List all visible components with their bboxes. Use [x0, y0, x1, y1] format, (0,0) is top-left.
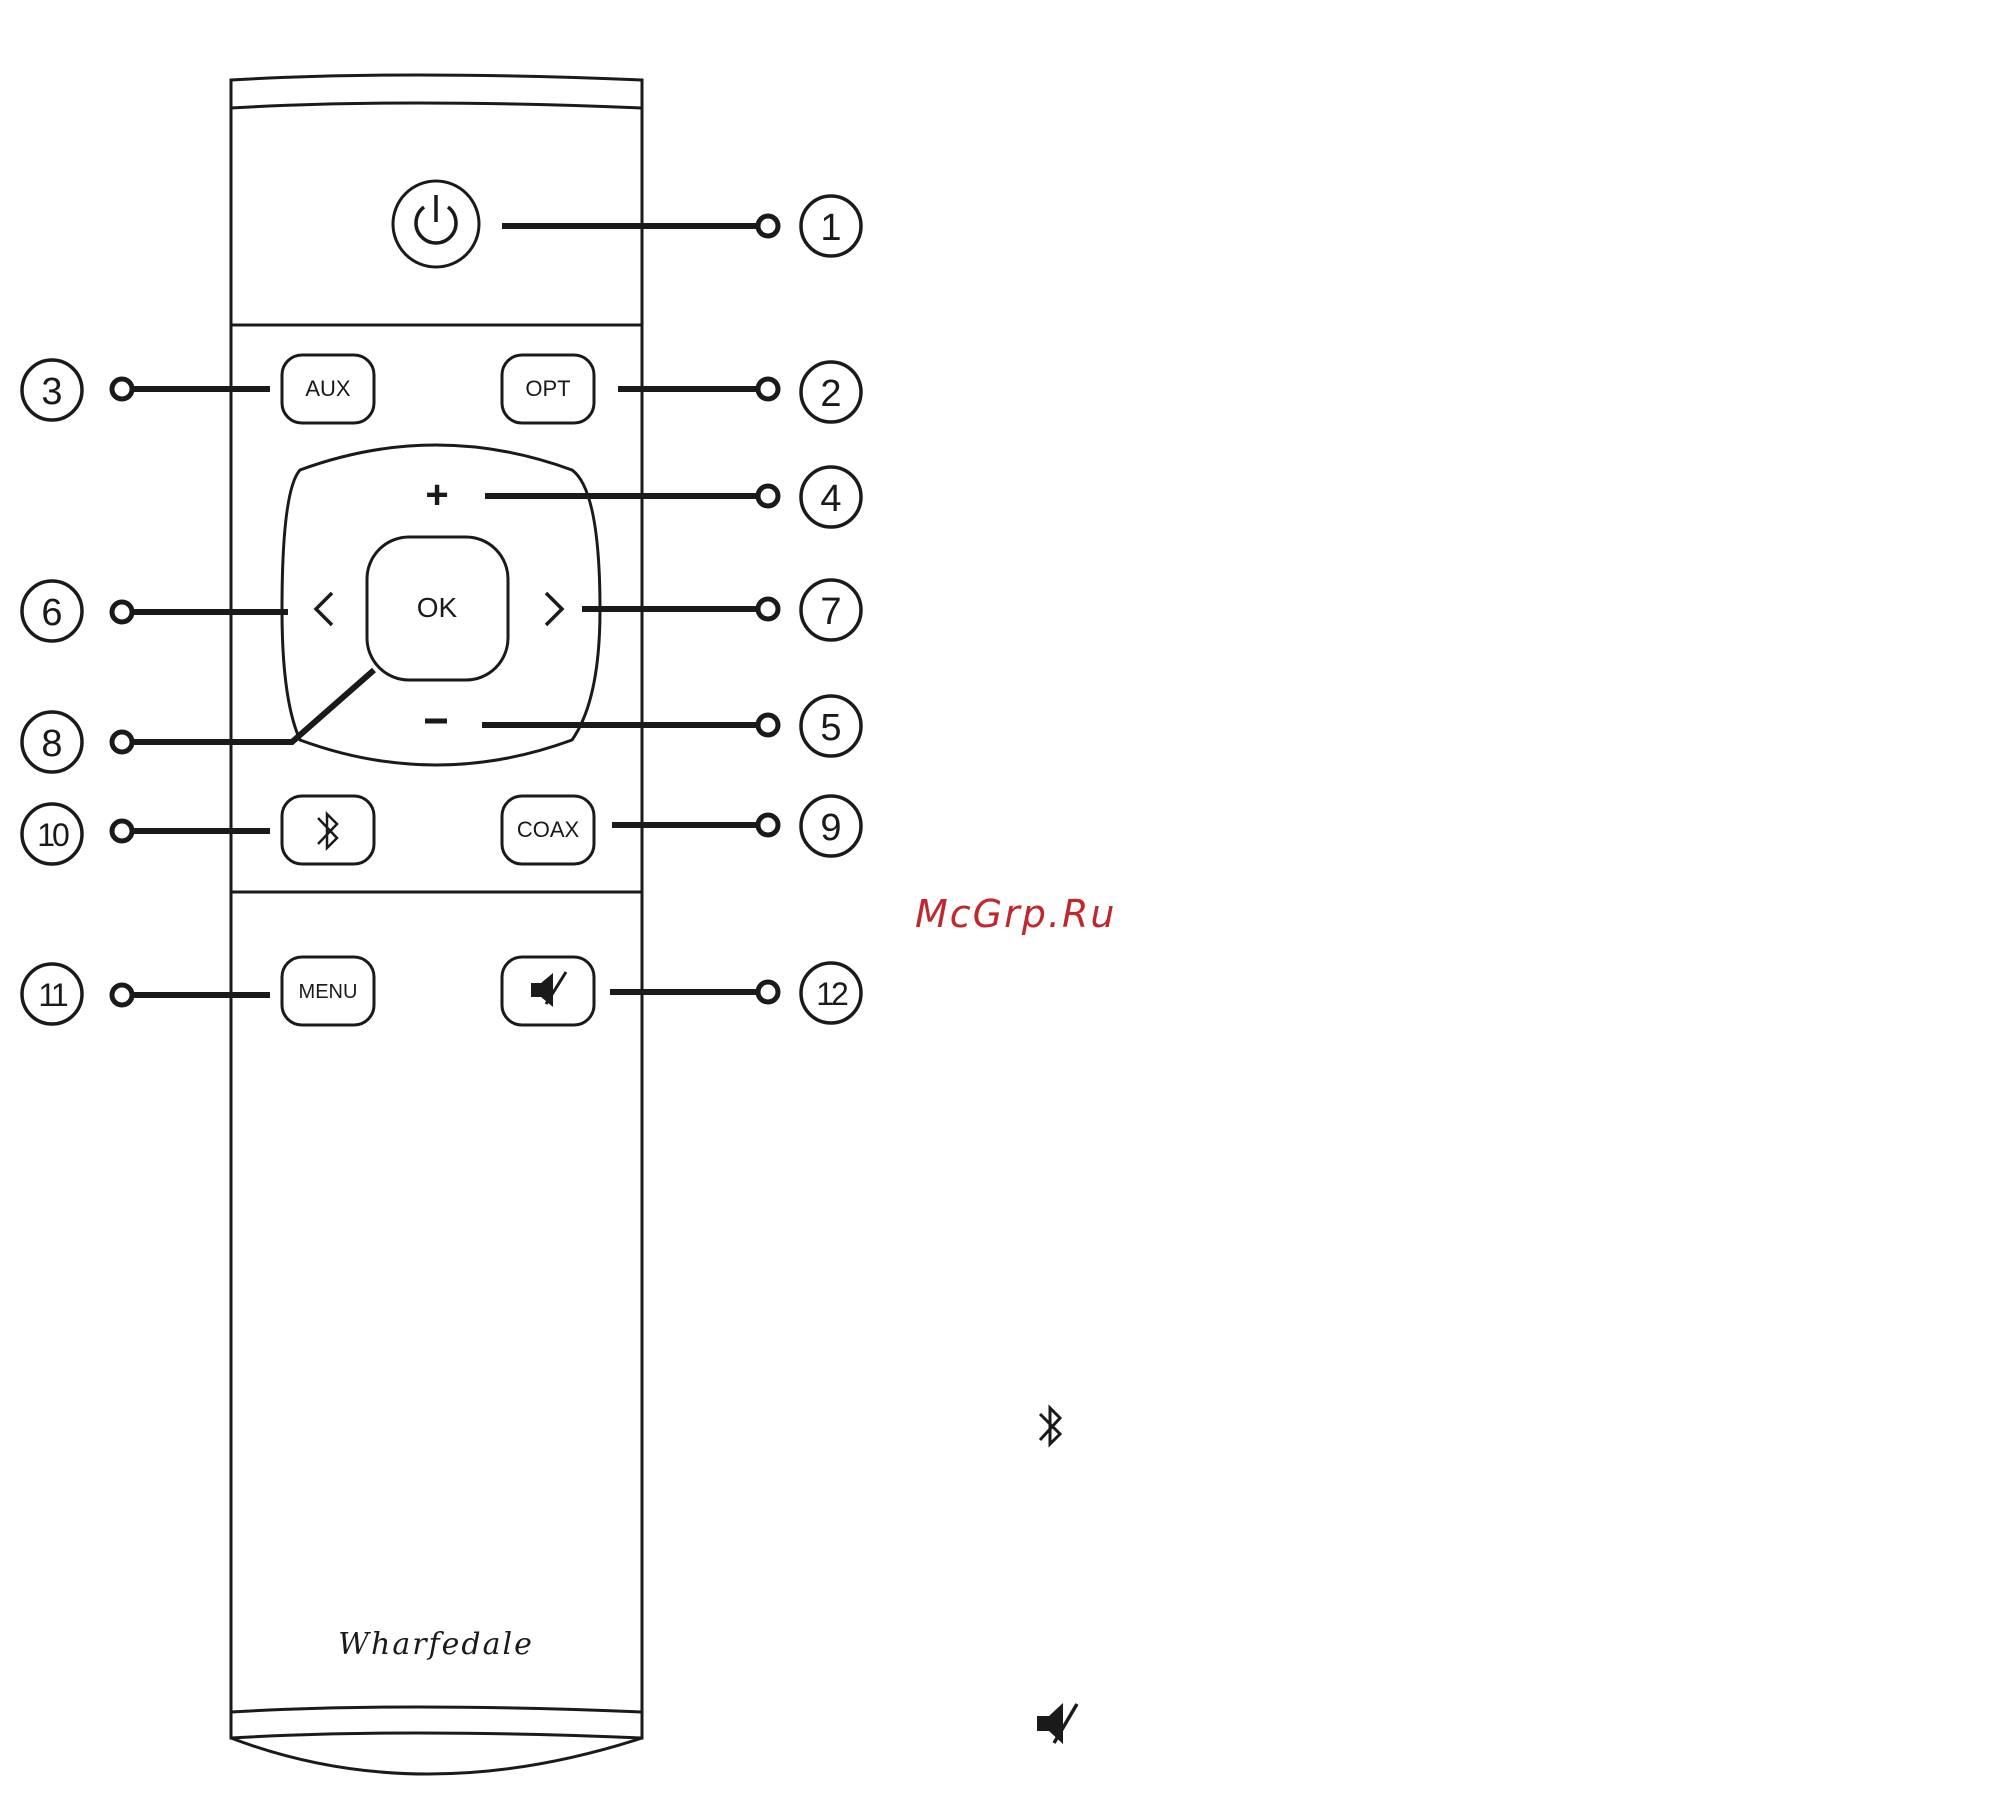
callout-6: 6 — [22, 581, 82, 641]
menu-label: MENU — [299, 981, 358, 1003]
chevron-right-icon — [546, 593, 562, 625]
opt-label: OPT — [525, 376, 570, 401]
svg-text:1: 1 — [820, 207, 841, 249]
svg-text:7: 7 — [820, 591, 841, 633]
svg-text:5: 5 — [820, 707, 841, 749]
legend-mute-icon — [1037, 1703, 1077, 1744]
watermark-text: McGrp.Ru — [915, 892, 1116, 936]
svg-text:8: 8 — [41, 723, 62, 765]
svg-text:4: 4 — [820, 478, 841, 520]
callout-8: 8 — [22, 712, 82, 772]
svg-text:12: 12 — [816, 976, 848, 1012]
power-button[interactable] — [393, 181, 479, 267]
ok-label: OK — [417, 592, 458, 623]
svg-text:9: 9 — [820, 807, 841, 849]
callout-11: 11 — [22, 964, 82, 1024]
mute-button[interactable] — [502, 957, 594, 1025]
callout-3: 3 — [22, 360, 82, 420]
coax-button[interactable]: COAX — [502, 796, 594, 864]
callout-7: 7 — [801, 580, 861, 640]
svg-text:2: 2 — [820, 373, 841, 415]
svg-text:6: 6 — [41, 592, 62, 634]
aux-label: AUX — [305, 376, 351, 401]
callout-1: 1 — [801, 196, 861, 256]
callout-4: 4 — [801, 467, 861, 527]
ok-button[interactable]: OK — [367, 537, 508, 680]
right-button[interactable] — [546, 593, 562, 625]
callout-2: 2 — [801, 362, 861, 422]
opt-button[interactable]: OPT — [502, 355, 594, 423]
menu-button[interactable]: MENU — [282, 957, 374, 1025]
callout-5: 5 — [801, 696, 861, 756]
chevron-left-icon — [316, 593, 332, 625]
plus-label: + — [425, 473, 448, 517]
bluetooth-button[interactable] — [282, 796, 374, 864]
aux-button[interactable]: AUX — [282, 355, 374, 423]
svg-text:10: 10 — [37, 817, 69, 853]
callout-9: 9 — [801, 796, 861, 856]
callout-10: 10 — [22, 804, 82, 864]
brand-logo: Wharfedale — [338, 1627, 534, 1662]
left-button[interactable] — [316, 593, 332, 625]
svg-text:11: 11 — [38, 977, 67, 1013]
coax-label: COAX — [517, 817, 580, 842]
svg-text:3: 3 — [41, 371, 62, 413]
callout-12: 12 — [801, 963, 861, 1023]
remote-body — [231, 75, 642, 1774]
volume-up-button[interactable]: + — [425, 473, 448, 517]
legend-bluetooth-icon — [1040, 1408, 1060, 1444]
